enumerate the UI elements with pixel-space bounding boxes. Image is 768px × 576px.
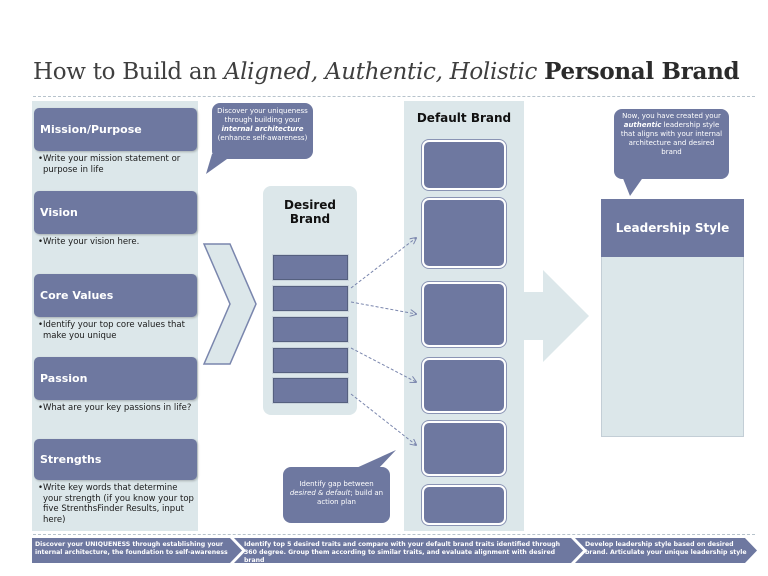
chevron-arrow-icon [202,243,257,365]
title-divider [33,96,755,97]
vision-bullet: •Write your vision here. [38,237,140,247]
title-part-1: How to Build an [33,59,224,85]
vision-header: Vision [34,191,197,234]
strengths-bullet: •Write key words that determine your str… [38,483,194,525]
footer-process-band [32,538,757,563]
strengths-header: Strengths [34,439,197,480]
page-title: How to Build an Aligned, Authentic, Holi… [33,58,740,85]
default-trait-box [422,358,506,413]
callout-authentic: Now, you have created your authentic lea… [614,109,729,179]
desired-trait-box [273,378,348,403]
default-brand-title: Default Brand [416,111,512,125]
right-arrow-icon [523,270,589,362]
passion-header: Passion [34,357,197,400]
footer-step-2: Identify top 5 desired traits and compar… [244,541,561,564]
mission-bullet: •Write your mission statement or purpose… [38,154,181,175]
callout-identify-gap: Identify gap between desired & default; … [283,467,390,523]
title-part-3: Personal Brand [544,58,740,85]
leadership-style-header: Leadership Style [601,199,744,257]
default-trait-box [422,485,506,525]
mission-header: Mission/Purpose [34,108,197,151]
core-values-header: Core Values [34,274,197,317]
footer-step-1: Discover your UNIQUENESS through establi… [35,541,228,556]
default-trait-box [422,198,506,268]
desired-trait-box [273,286,348,311]
callout-discover-tail [206,154,234,174]
gap-connector-arrows [350,230,420,450]
default-trait-box [422,421,506,476]
footer-divider [33,534,755,535]
default-trait-box [422,282,506,347]
footer-step-3: Develop leadership style based on desire… [585,541,747,556]
core-values-bullet: •Identify your top core values that make… [38,320,185,341]
callout-identify-gap-tail [354,450,396,469]
desired-trait-box [273,317,348,342]
callout-discover: Discover your uniqueness through buildin… [212,103,313,159]
desired-trait-box [273,348,348,373]
callout-authentic-tail [622,176,644,196]
passion-bullet: •What are your key passions in life? [38,403,192,413]
desired-trait-box [273,255,348,280]
default-trait-box [422,140,506,190]
desired-brand-title: Desired Brand [283,198,336,226]
title-part-2: Aligned, Authentic, Holistic [223,59,538,85]
